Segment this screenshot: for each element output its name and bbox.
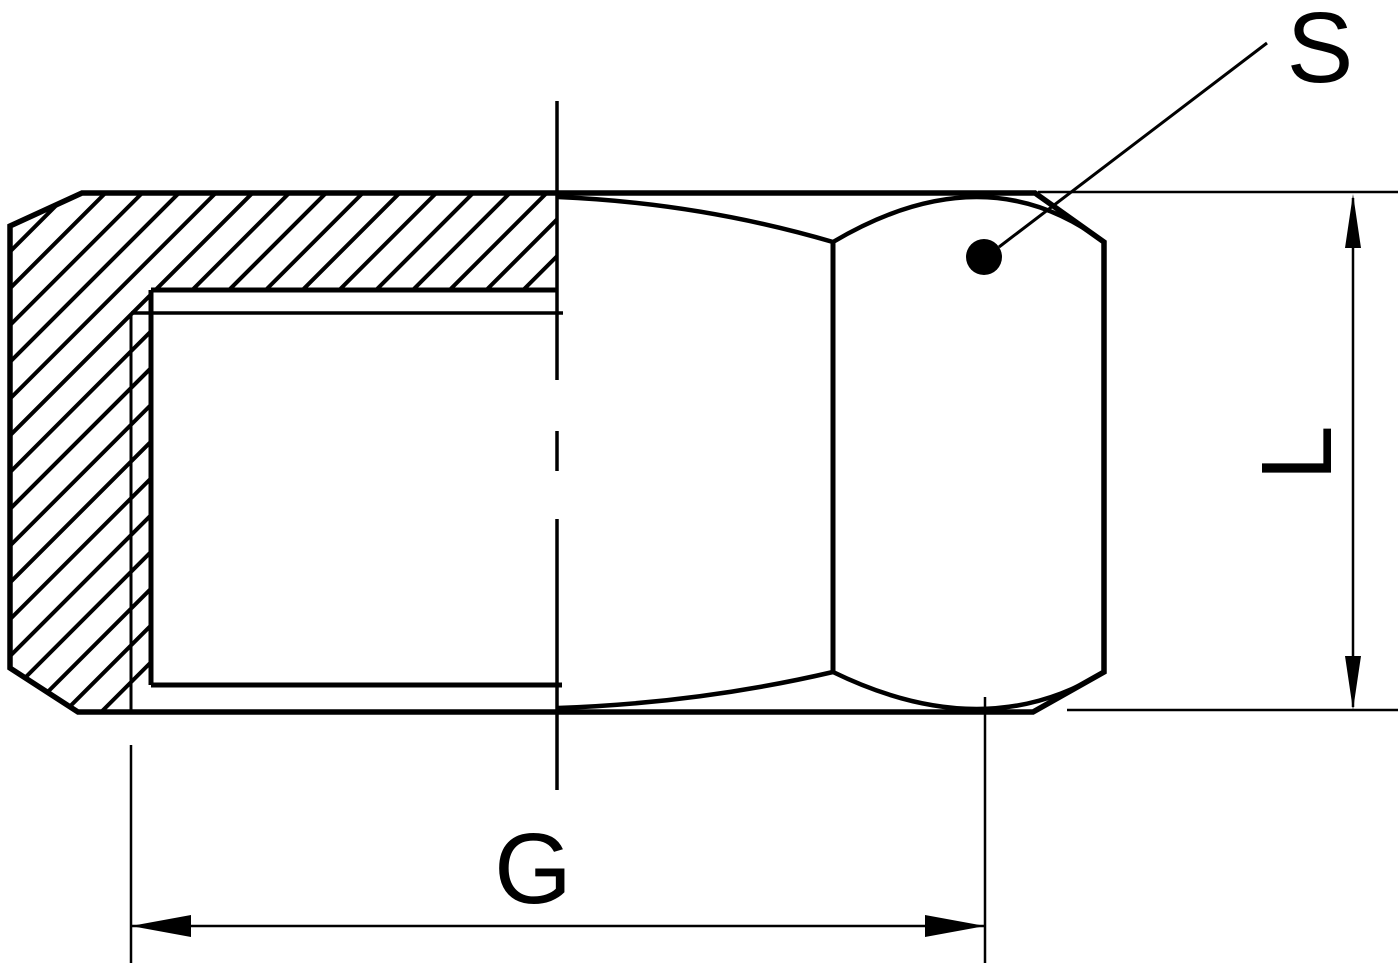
arrowhead-up-icon bbox=[1345, 194, 1361, 248]
dimension-g: G bbox=[129, 697, 987, 963]
callout-s: S bbox=[966, 0, 1353, 275]
arrowhead-left-icon bbox=[131, 915, 191, 937]
dimension-l: L bbox=[1038, 190, 1398, 712]
arrowhead-down-icon bbox=[1345, 656, 1361, 710]
hex-chamfer-arc-top-left bbox=[557, 194, 834, 245]
section-hatching bbox=[10, 193, 558, 712]
hex-flats bbox=[557, 194, 1106, 712]
dimension-label-l: L bbox=[1241, 425, 1353, 481]
hex-chamfer-arc-top-right bbox=[831, 194, 1106, 244]
internal-thread-lines bbox=[129, 287, 563, 712]
leader-line-s bbox=[998, 41, 1268, 249]
hex-chamfer-arc-bottom-right bbox=[832, 669, 1106, 712]
hex-chamfer-arc-bottom-left bbox=[557, 669, 834, 711]
part-outline bbox=[7, 190, 1107, 715]
leader-dot-icon bbox=[966, 239, 1002, 275]
dimension-label-s: S bbox=[1287, 0, 1354, 104]
dimension-label-g: G bbox=[494, 813, 572, 925]
arrowhead-right-icon bbox=[925, 915, 985, 937]
